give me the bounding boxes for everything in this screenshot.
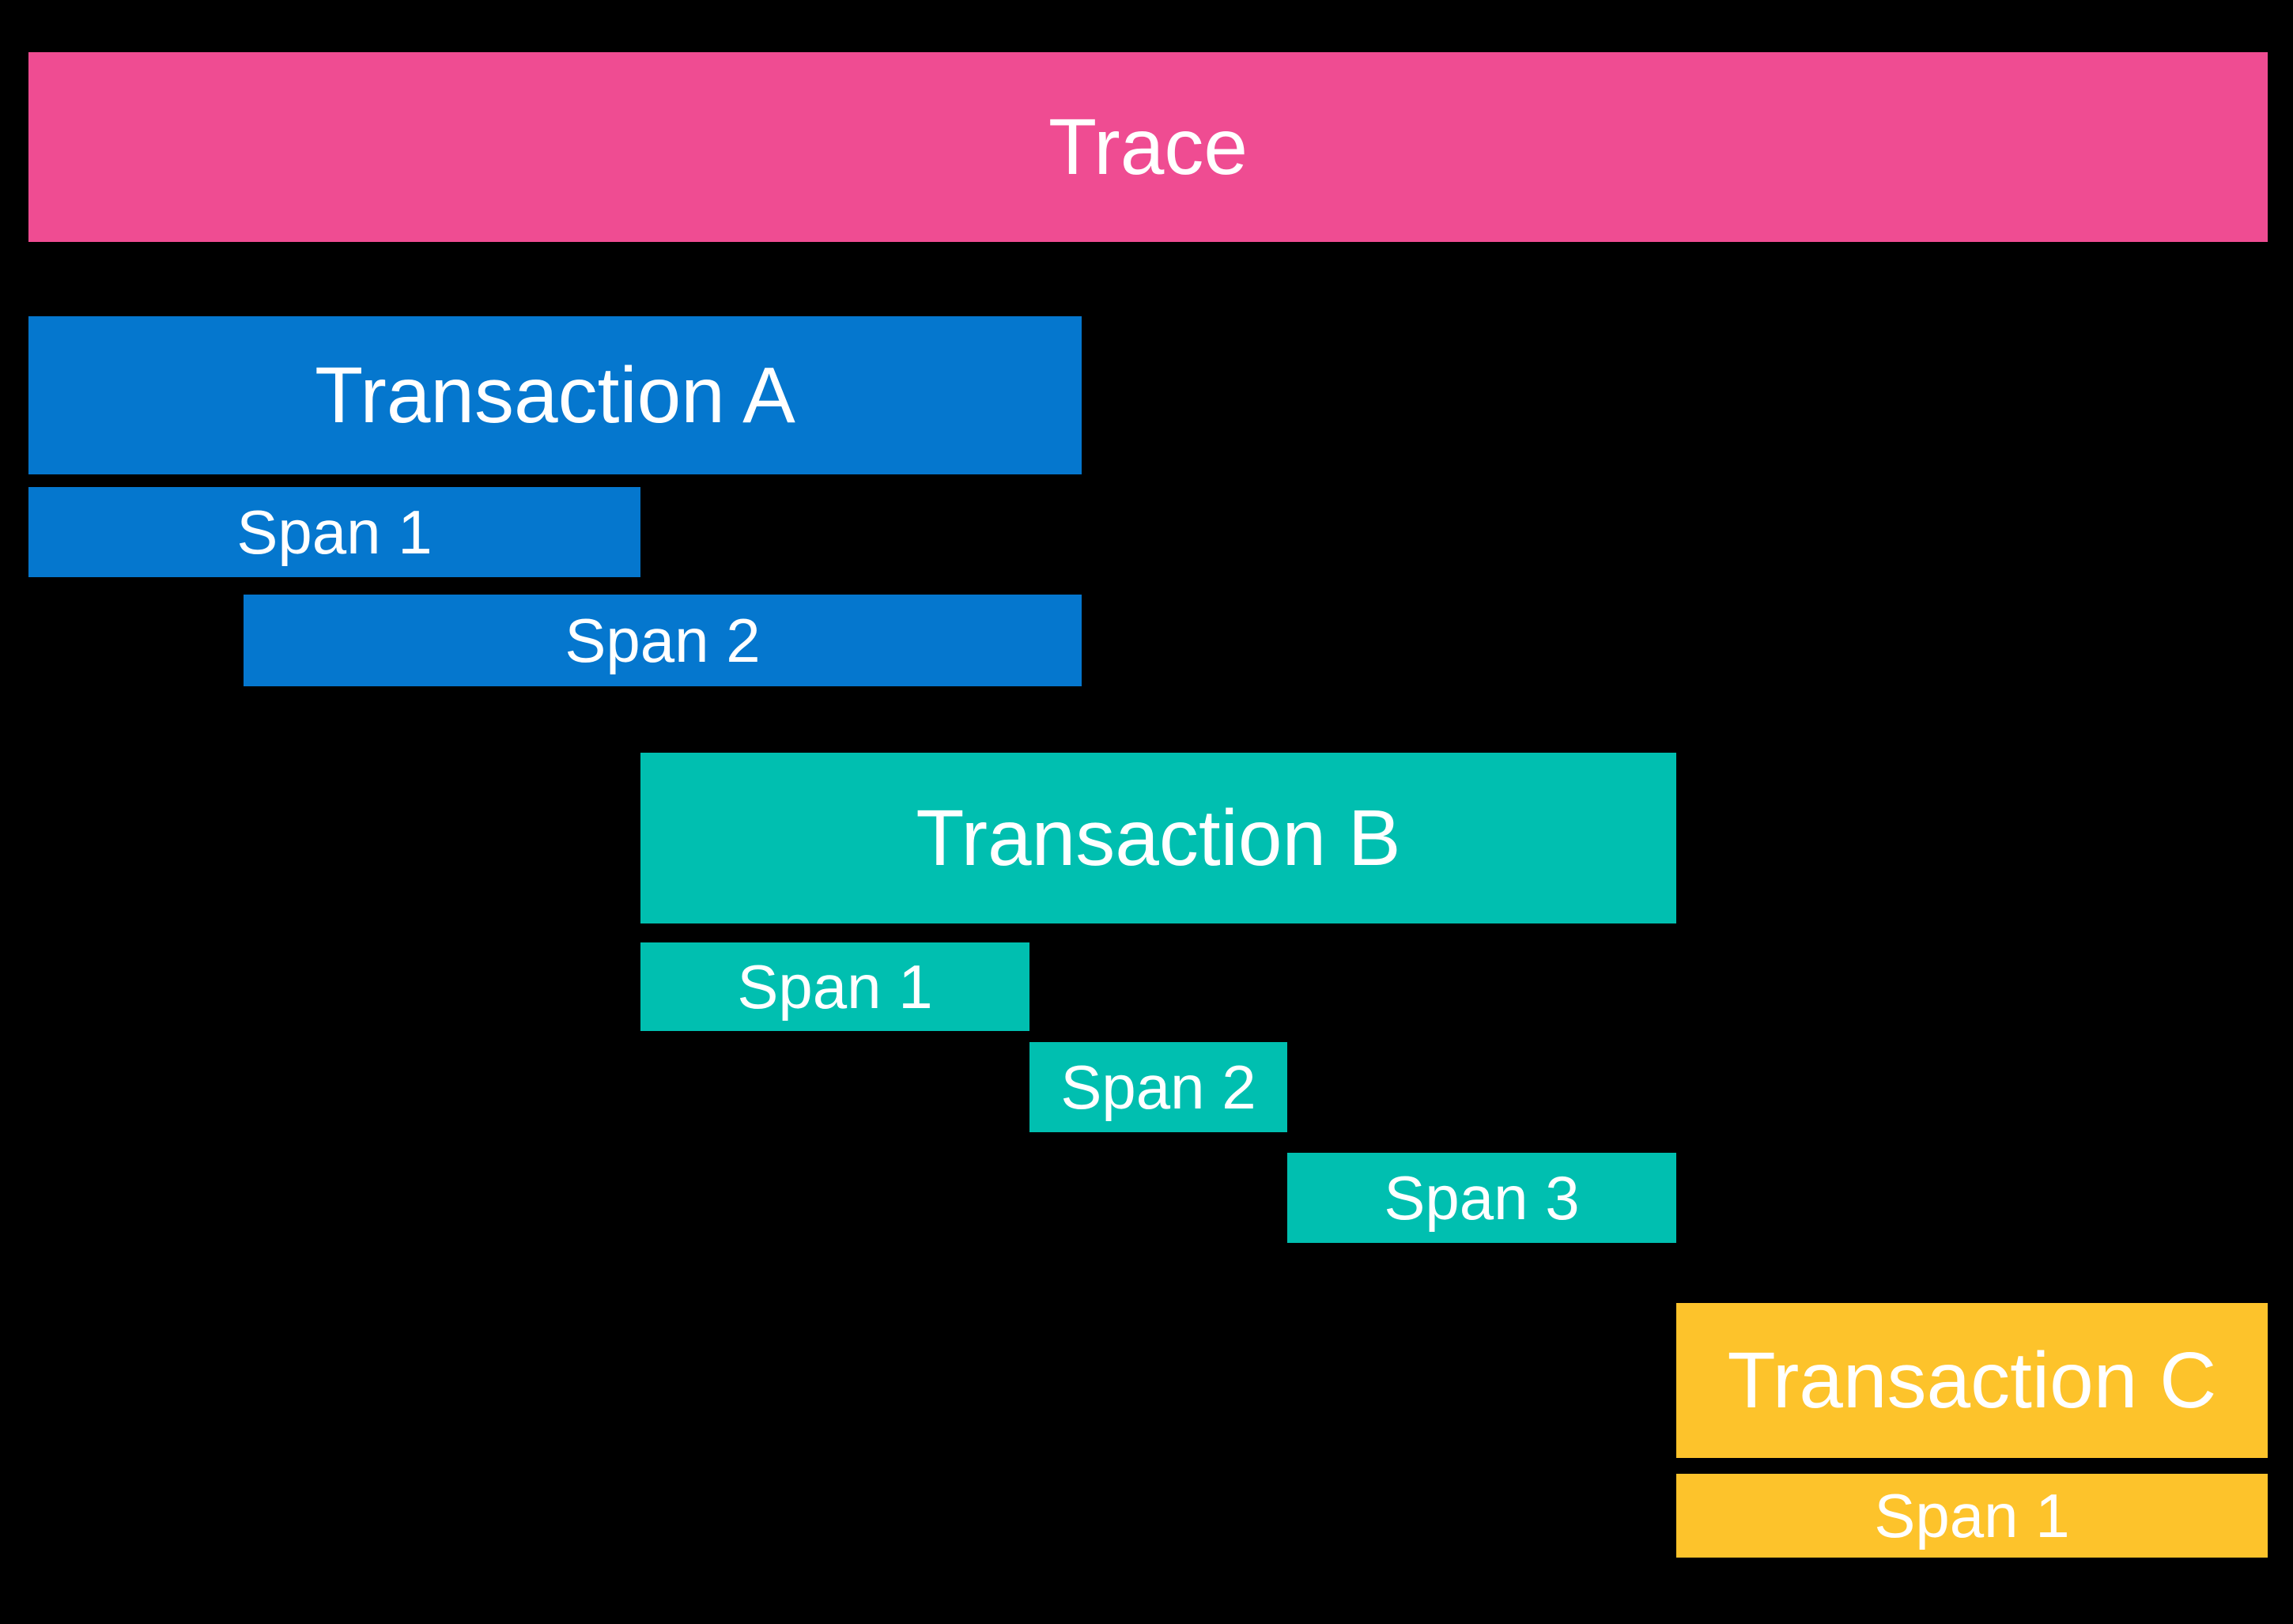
transaction-b-span-1-label: Span 1	[737, 951, 933, 1022]
transaction-c-label: Transaction C	[1727, 1335, 2217, 1425]
transaction-a-label: Transaction A	[315, 350, 795, 440]
transaction-c-span-1-label: Span 1	[1874, 1480, 2070, 1550]
transaction-b-span-3-label: Span 3	[1384, 1162, 1580, 1233]
transaction-a-span-1-label: Span 1	[236, 497, 433, 567]
transaction-c-span-1-bar: Span 1	[1676, 1474, 2268, 1558]
transaction-b-label: Transaction B	[916, 793, 1401, 882]
transaction-b-span-2-bar: Span 2	[1029, 1042, 1287, 1132]
trace-bar: Trace	[28, 52, 2268, 242]
transaction-b-span-1-bar: Span 1	[640, 942, 1029, 1031]
transaction-a-span-2-label: Span 2	[565, 605, 761, 675]
transaction-c-bar: Transaction C	[1676, 1303, 2268, 1458]
transaction-b-span-2-label: Span 2	[1060, 1052, 1256, 1122]
trace-label: Trace	[1048, 102, 1248, 191]
transaction-b-span-3-bar: Span 3	[1287, 1153, 1676, 1243]
transaction-b-bar: Transaction B	[640, 753, 1676, 923]
transaction-a-span-2-bar: Span 2	[244, 595, 1082, 686]
transaction-a-span-1-bar: Span 1	[28, 487, 640, 577]
transaction-a-bar: Transaction A	[28, 316, 1082, 474]
